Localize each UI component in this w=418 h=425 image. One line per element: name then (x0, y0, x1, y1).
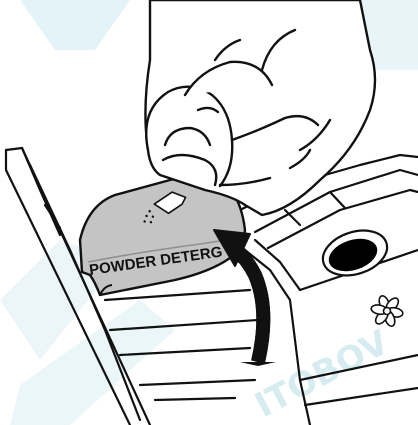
hand-icon (145, 0, 375, 215)
watermark-text: ITOBOV (249, 322, 396, 425)
siphon-hole (317, 223, 393, 283)
